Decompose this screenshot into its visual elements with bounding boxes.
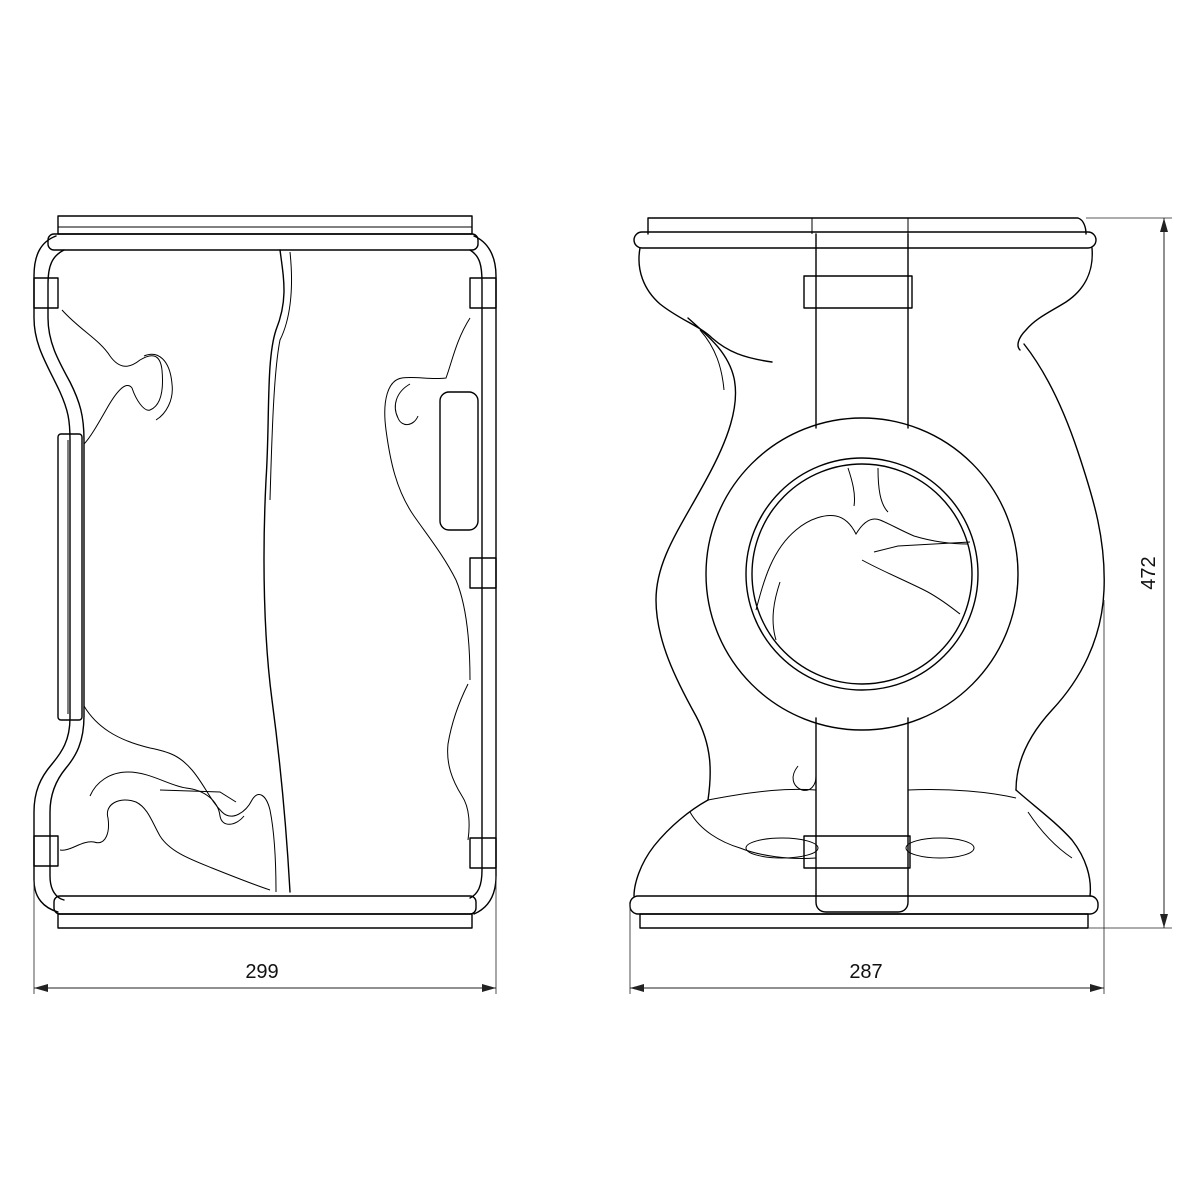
- side-ring-outer: [705, 417, 1019, 731]
- front-fabric-right-top: [384, 317, 471, 681]
- side-base-top-edge: [707, 788, 1017, 801]
- side-base-flare: [633, 799, 709, 897]
- front-bottom-base: [57, 913, 473, 929]
- side-base-knot: [792, 765, 817, 791]
- front-clip-top-right: [469, 277, 497, 309]
- front-view: [33, 215, 497, 929]
- dimension-front-arrow-right: [482, 984, 496, 992]
- dimension-side-arrow-right: [1090, 984, 1104, 992]
- front-fabric-left-top: [61, 309, 163, 445]
- side-ring-middle: [745, 457, 979, 691]
- dimension-front-width: 299: [33, 876, 497, 994]
- front-fabric-left-fold: [143, 353, 173, 421]
- front-fabric-right-fold: [394, 383, 419, 425]
- dimension-front-label: 299: [245, 961, 278, 983]
- front-clip-bottom-right: [469, 837, 497, 869]
- side-ring-fabric-5: [772, 581, 781, 641]
- side-upper-bowl-right: [1017, 247, 1093, 351]
- dimension-height-arrow-top: [1160, 218, 1168, 232]
- side-strap-buckle-top: [803, 275, 913, 309]
- front-center-seam-2: [269, 251, 292, 501]
- front-top-rim: [47, 233, 479, 251]
- side-vertical-strap-bottom: [815, 717, 909, 913]
- side-body-left: [655, 317, 737, 801]
- front-left-frame-outer: [33, 235, 71, 913]
- side-ring-fabric-4: [847, 467, 889, 513]
- side-body-right: [1015, 343, 1105, 791]
- front-top-lid: [57, 215, 473, 235]
- front-fabric-left-knot: [89, 771, 245, 825]
- dimension-height: 472: [1086, 217, 1172, 929]
- front-right-frame-inner: [469, 249, 483, 899]
- dimension-side-label: 287: [849, 961, 882, 983]
- dimension-front-arrow-left: [34, 984, 48, 992]
- front-handle-slot: [439, 391, 479, 531]
- front-fabric-left-knot-2: [159, 789, 237, 803]
- side-base-fabric-right: [1027, 811, 1073, 859]
- side-ring-fabric-1: [755, 515, 969, 611]
- front-clip-bottom-left: [33, 835, 59, 867]
- side-top-rim: [633, 231, 1097, 249]
- side-base-oval-right: [905, 837, 975, 859]
- front-center-seam: [263, 249, 291, 893]
- side-ring-fabric-2: [861, 559, 961, 615]
- dimension-side-arrow-left: [630, 984, 644, 992]
- side-ring-inner: [751, 463, 973, 685]
- front-left-frame-inner: [47, 249, 85, 901]
- side-view: [629, 217, 1105, 929]
- side-ring-fabric-3: [873, 541, 971, 553]
- side-bottom-base: [639, 913, 1089, 929]
- front-fabric-left-bottom: [83, 705, 277, 893]
- front-right-frame-outer: [473, 235, 497, 915]
- side-strap-buckle-bottom: [803, 835, 911, 869]
- side-vertical-strap-top: [815, 233, 909, 429]
- side-base-flare-right: [1015, 789, 1092, 897]
- dimension-height-label: 472: [1138, 556, 1160, 589]
- side-body-left-inner: [699, 329, 725, 391]
- side-base-oval-left: [745, 837, 819, 859]
- front-fabric-left-blob: [59, 799, 271, 891]
- side-upper-bowl: [638, 247, 773, 363]
- dimension-side-width: 287: [629, 600, 1105, 994]
- front-clip-top-left: [33, 277, 59, 309]
- front-left-panel: [57, 433, 83, 721]
- front-clip-mid-right: [469, 557, 497, 589]
- front-bottom-rim: [53, 895, 477, 915]
- side-base-fabric-left: [689, 811, 817, 859]
- front-fabric-right-bottom: [447, 683, 470, 841]
- dimension-height-arrow-bottom: [1160, 914, 1168, 928]
